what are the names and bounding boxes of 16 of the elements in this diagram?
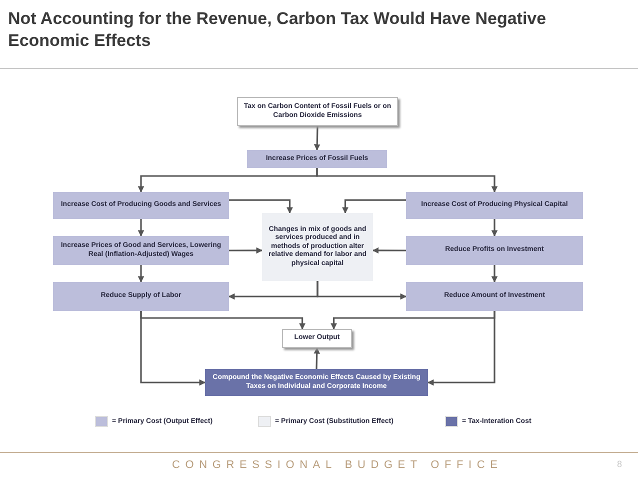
arrow: [229, 247, 263, 254]
arrow: [491, 219, 498, 237]
arrow: [316, 168, 498, 193]
arrow: [342, 199, 406, 214]
arrow: [138, 219, 144, 237]
arrow: [229, 199, 293, 214]
arrow: [491, 265, 498, 283]
footer-text: CONGRESSIONAL BUDGET OFFICE: [172, 459, 503, 471]
arrow: [427, 311, 496, 386]
arrow: [316, 281, 407, 300]
arrow: [314, 126, 320, 151]
arrow: [314, 347, 320, 370]
slide-title: Not Accounting for the Revenue, Carbon Tax Would Have Negative Economic Effects: [8, 8, 548, 52]
arrow: [138, 265, 144, 283]
arrow: [372, 247, 406, 254]
arrow: [140, 311, 206, 386]
